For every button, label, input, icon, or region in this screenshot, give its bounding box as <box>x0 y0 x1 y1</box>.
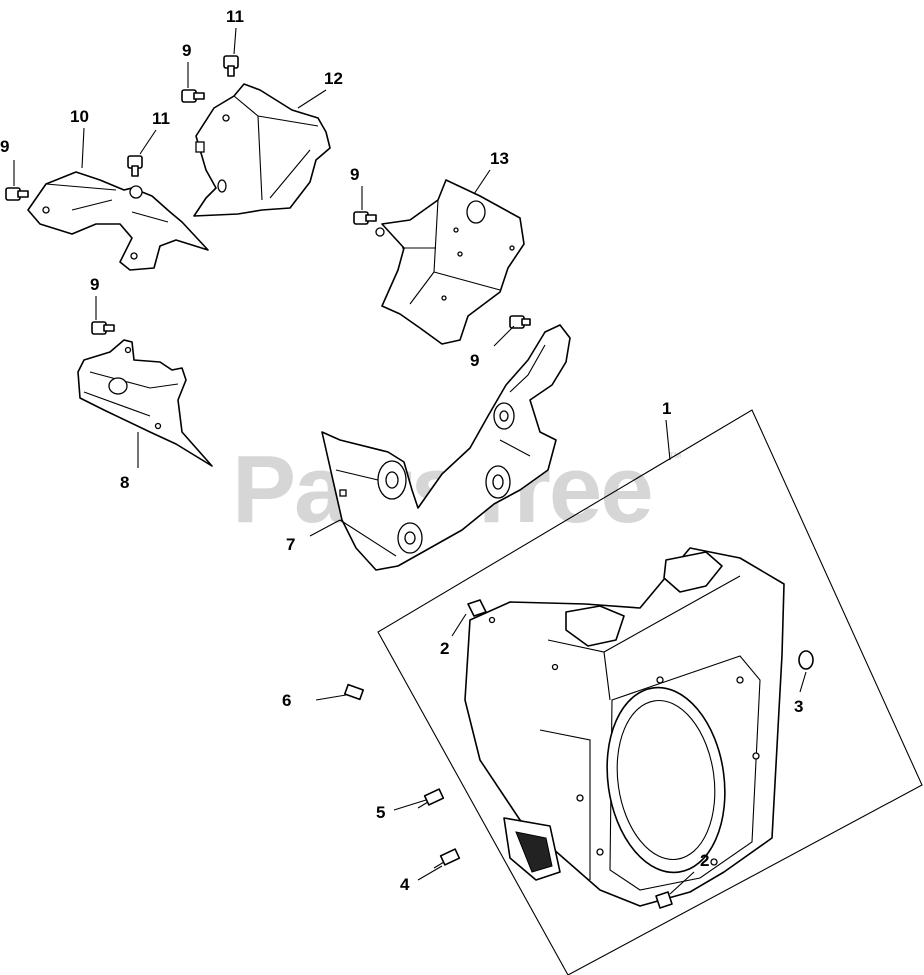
top-cover-plate[interactable] <box>193 83 331 217</box>
screw-item-9-middle[interactable] <box>91 321 115 335</box>
callout-9-upper: 9 <box>182 41 191 60</box>
callout-6: 6 <box>282 691 291 710</box>
callout-8: 8 <box>120 473 129 492</box>
nut-item-2-upper[interactable] <box>467 599 487 617</box>
callout-9-left: 9 <box>0 137 9 156</box>
nut-item-2-lower[interactable] <box>655 891 673 909</box>
callout-10: 10 <box>70 107 89 126</box>
callout-9-right-upper: 9 <box>350 165 359 184</box>
screw-item-6[interactable] <box>343 683 365 701</box>
plug-item-3[interactable] <box>798 650 814 670</box>
callout-5: 5 <box>376 803 385 822</box>
callout-2-lower: 2 <box>700 851 709 870</box>
screw-item-9-upper[interactable] <box>181 89 205 103</box>
callout-7: 7 <box>286 535 295 554</box>
leader-lines <box>13 27 807 895</box>
screw-item-11-top[interactable] <box>223 55 239 77</box>
assembly-boundary <box>377 409 923 975</box>
callout-13: 13 <box>490 149 509 168</box>
upper-left-bracket[interactable] <box>27 171 209 271</box>
callout-4: 4 <box>400 875 410 894</box>
callout-2-upper: 2 <box>440 639 449 658</box>
screw-item-9-left[interactable] <box>5 187 29 201</box>
blower-housing[interactable] <box>464 547 785 907</box>
screw-item-11-middle[interactable] <box>127 155 143 177</box>
screw-item-9-right-upper[interactable] <box>353 211 377 225</box>
callout-11-top: 11 <box>226 7 244 26</box>
callout-1: 1 <box>662 399 671 418</box>
right-side-bracket[interactable] <box>375 179 525 345</box>
screw-item-5[interactable] <box>417 788 445 809</box>
callout-9-right-lower: 9 <box>470 351 479 370</box>
air-guide-shroud[interactable] <box>321 324 571 571</box>
callout-3: 3 <box>794 697 803 716</box>
callout-11-middle: 11 <box>152 109 170 128</box>
screw-item-9-right-lower[interactable] <box>509 315 531 329</box>
callout-12: 12 <box>324 69 343 88</box>
callout-9-middle: 9 <box>90 275 99 294</box>
screw-item-4[interactable] <box>433 848 461 869</box>
lower-bracket[interactable] <box>77 339 213 467</box>
